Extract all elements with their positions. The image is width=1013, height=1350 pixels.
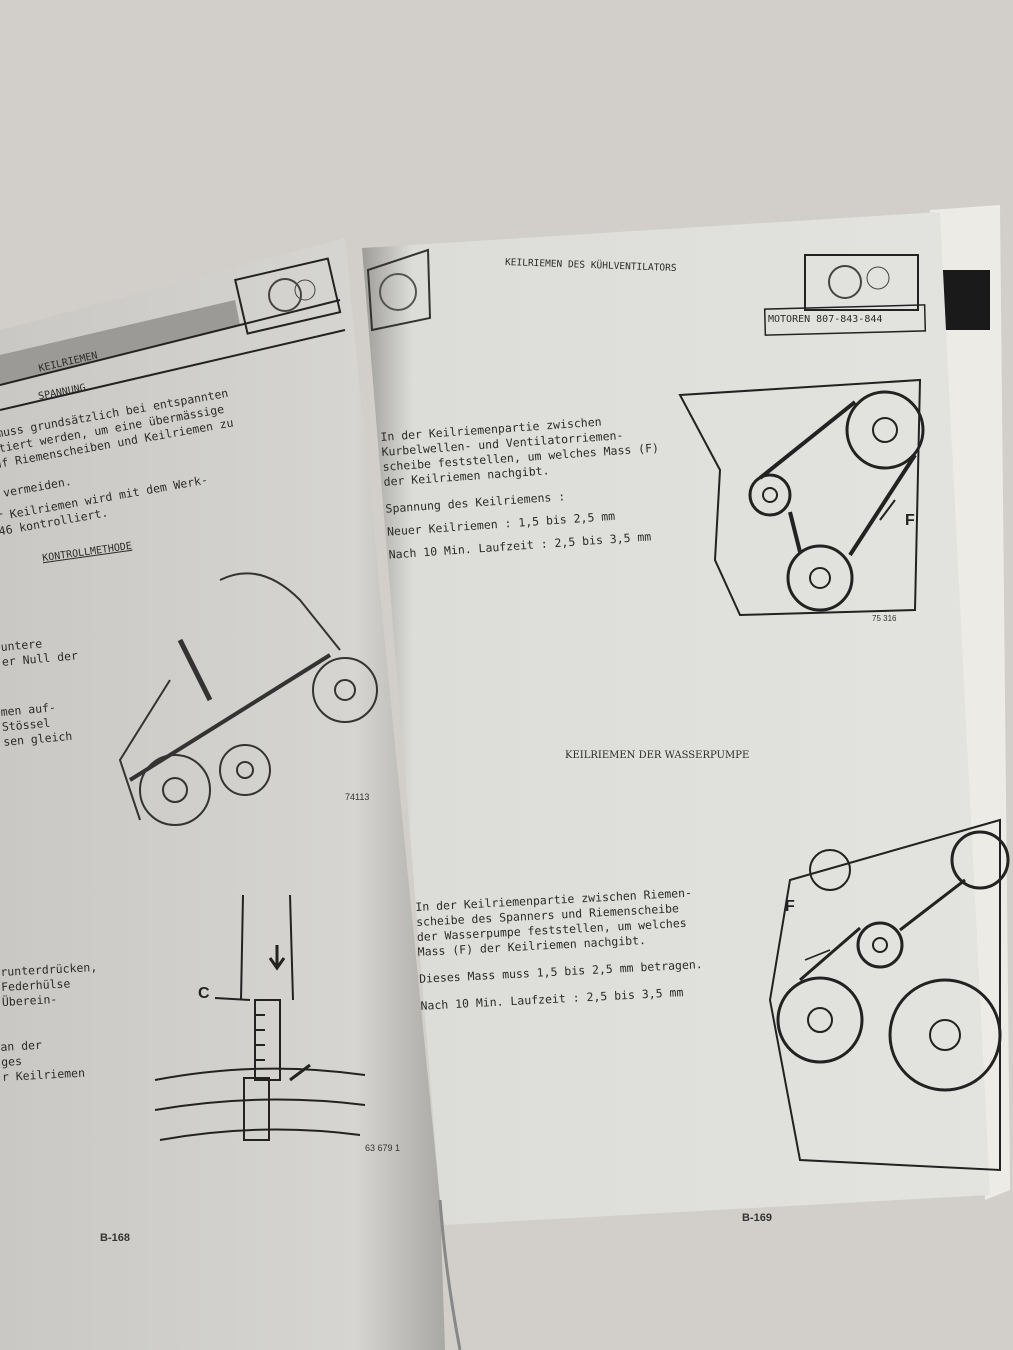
left-step-4: an der ges r Keilriemen: [0, 1036, 85, 1085]
page-number: B-169: [742, 1212, 772, 1224]
figure-label: F: [785, 898, 795, 915]
page-number: B-168: [100, 1232, 130, 1244]
figure-label: F: [905, 512, 915, 529]
left-step-2: men auf- Stössel sen gleich: [0, 699, 73, 750]
figure-tension-gauge-engine: [118, 572, 378, 826]
engines-label: MOTOREN 807-843-844: [768, 314, 883, 325]
figure-water-pump-belt: [768, 818, 1010, 1172]
right-page: [362, 212, 990, 1225]
figure-ref: 75 316: [872, 614, 897, 623]
figure-ref: 63 679 1: [365, 1143, 401, 1153]
fan-instructions: In der Keilriemenpartie zwischen Kurbelw…: [380, 411, 666, 563]
section-heading: KEILRIEMEN DER WASSERPUMPE: [565, 750, 750, 761]
figure-gauge-detail: [154, 894, 366, 1141]
figure-ref: 74113: [345, 792, 370, 802]
figure-label: C: [198, 985, 210, 1002]
pump-instructions: In der Keilriemenpartie zwischen Riemen-…: [415, 885, 704, 1014]
left-step-3: runterdrücken, Federhülse Überein-: [0, 960, 99, 1010]
figure-fan-belt: [678, 378, 925, 617]
